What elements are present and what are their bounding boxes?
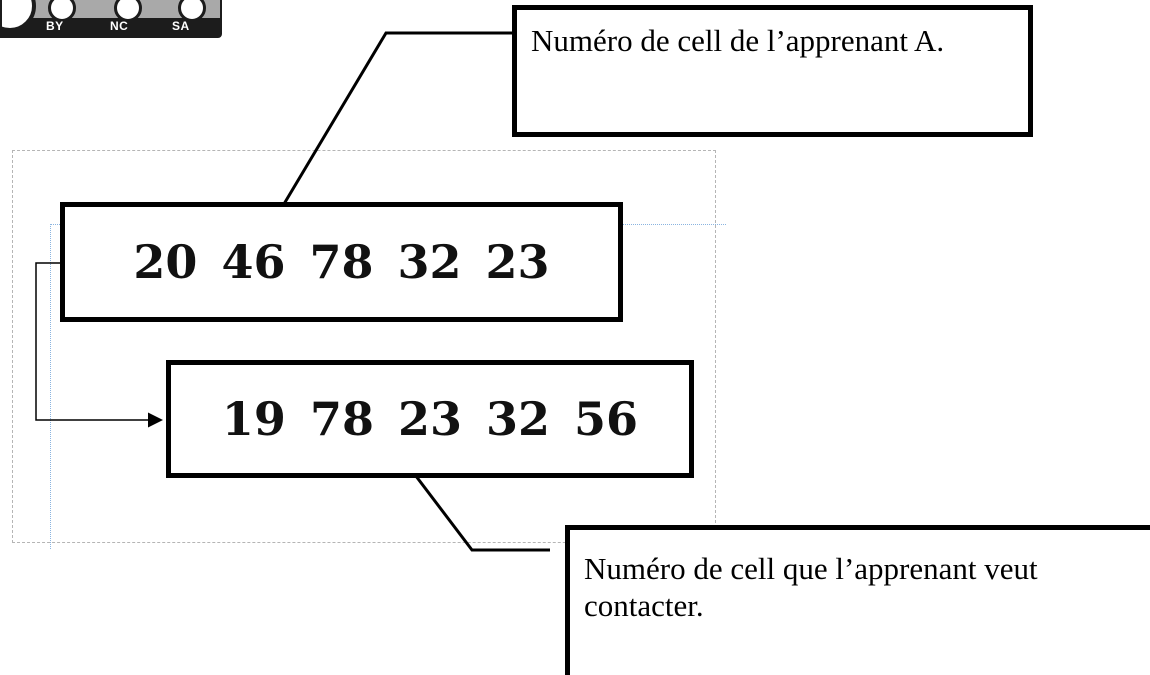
nc-dollar-icon <box>114 0 142 22</box>
vertical-guide <box>50 224 51 549</box>
callout-learner-a: Numéro de cell de l’apprenant A. <box>512 5 1033 137</box>
by-person-icon <box>48 0 76 22</box>
callout-learner-a-text: Numéro de cell de l’apprenant A. <box>531 23 945 58</box>
flow-arrow <box>35 262 163 428</box>
cc-label-by: BY <box>46 19 64 33</box>
sa-share-icon <box>178 0 206 22</box>
cc-label-nc: NC <box>110 19 129 33</box>
callout-contact-text: Numéro de cell que l’apprenant veut cont… <box>584 551 1038 624</box>
phone-number-contact: 19 78 23 32 56 <box>166 360 694 478</box>
cc-label-sa: SA <box>172 19 190 33</box>
leader-line-a <box>276 31 512 215</box>
selection-frame <box>12 150 716 543</box>
connector-lines <box>35 31 550 552</box>
cc-license-badge: BY NC SA <box>0 0 222 38</box>
phone-number-learner-a: 20 46 78 32 23 <box>60 202 623 322</box>
callout-contact: Numéro de cell que l’apprenant veut cont… <box>565 525 1150 675</box>
leader-line-b <box>398 454 550 552</box>
